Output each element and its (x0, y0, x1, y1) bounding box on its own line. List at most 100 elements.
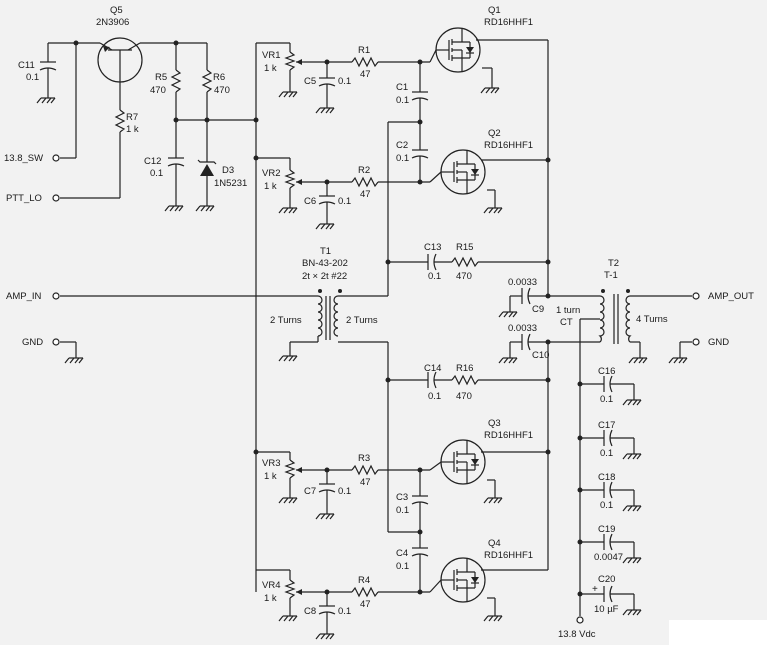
r4-val: 47 (360, 599, 371, 610)
q3-ref: Q3 (488, 418, 501, 429)
c9-ref: C9 (532, 304, 544, 315)
c10-ref: C10 (532, 350, 549, 361)
r1-val: 47 (360, 69, 371, 80)
vr2-val: 1 k (264, 181, 277, 192)
q1-mosfet (435, 27, 481, 73)
r5-ref: R5 (155, 72, 167, 83)
t1-part: BN-43-202 (302, 258, 348, 269)
t1-left-turns: 2 Turns (270, 315, 302, 326)
q4-mosfet (440, 557, 486, 603)
q2-part: RD16HHF1 (484, 140, 533, 151)
r4-ref: R4 (358, 575, 370, 586)
t2-secondary-turns: 4 Turns (636, 314, 668, 325)
vr2-section (256, 157, 430, 230)
r16-ref: R16 (456, 363, 473, 374)
c5-val: 0.1 (338, 76, 351, 87)
c4-val: 0.1 (396, 561, 409, 572)
c8-ref: C8 (304, 606, 316, 617)
r7-ref: R7 (126, 112, 138, 123)
port-ptt-lo: PTT_LO (6, 193, 42, 204)
t2-part: T-1 (604, 270, 618, 281)
vr3-val: 1 k (264, 471, 277, 482)
r3-ref: R3 (358, 453, 370, 464)
q4-part: RD16HHF1 (484, 550, 533, 561)
c7-ref: C7 (304, 486, 316, 497)
r1-ref: R1 (358, 45, 370, 56)
r2-ref: R2 (358, 165, 370, 176)
c8-val: 0.1 (338, 606, 351, 617)
vr3-ref: VR3 (262, 458, 280, 469)
vr4-ref: VR4 (262, 580, 280, 591)
c19-val: 0.0047 (594, 552, 623, 563)
q2-mosfet (440, 149, 486, 195)
c17-ref: C17 (598, 420, 615, 431)
q1-part: RD16HHF1 (484, 17, 533, 28)
q4-ref: Q4 (488, 538, 501, 549)
port-amp-out: AMP_OUT (708, 291, 754, 302)
port-gnd-left: GND (22, 337, 43, 348)
c11-val: 0.1 (26, 72, 39, 83)
r15-val: 470 (456, 271, 472, 282)
c7-val: 0.1 (338, 486, 351, 497)
r6-ref: R6 (213, 72, 225, 83)
q5-ref: Q5 (110, 5, 123, 16)
t2-primary-turns: 1 turn (556, 305, 580, 316)
q5-part: 2N3906 (96, 17, 129, 28)
vr2-ref: VR2 (262, 168, 280, 179)
c16-val: 0.1 (600, 394, 613, 405)
vr1-ref: VR1 (262, 50, 280, 61)
c2-ref: C2 (396, 140, 408, 151)
d3-part: 1N5231 (214, 178, 247, 189)
c14-ref: C14 (424, 363, 441, 374)
page-corner (669, 620, 767, 645)
c3-val: 0.1 (396, 505, 409, 516)
r5-val: 470 (150, 85, 166, 96)
c12-val: 0.1 (150, 168, 163, 179)
c20-polarity: + (592, 584, 598, 595)
decoupling-caps (577, 375, 642, 616)
q5-switch-section (36, 37, 256, 212)
vr1-val: 1 k (264, 63, 277, 74)
c5-ref: C5 (304, 76, 316, 87)
c20-val: 10 µF (594, 604, 619, 615)
c13-val: 0.1 (428, 271, 441, 282)
t2-transformer (498, 287, 700, 624)
c2-val: 0.1 (396, 153, 409, 164)
c1-ref: C1 (396, 82, 408, 93)
c9-val: 0.0033 (508, 277, 537, 288)
r7-val: 1 k (126, 124, 139, 135)
port-amp-in: AMP_IN (6, 291, 42, 302)
r16-val: 470 (456, 391, 472, 402)
c18-ref: C18 (598, 472, 615, 483)
t1-ref: T1 (320, 246, 331, 257)
port-13-8-sw: 13.8_SW (4, 153, 43, 164)
c3-ref: C3 (396, 492, 408, 503)
q2-ref: Q2 (488, 128, 501, 139)
c6-val: 0.1 (338, 196, 351, 207)
r2-val: 47 (360, 189, 371, 200)
c1-val: 0.1 (396, 95, 409, 106)
q3-part: RD16HHF1 (484, 430, 533, 441)
t1-winding: 2t × 2t #22 (302, 271, 347, 282)
c10-val: 0.0033 (508, 323, 537, 334)
c20-ref: C20 (598, 574, 615, 585)
t1-transformer (52, 289, 388, 364)
t1-right-turns: 2 Turns (346, 315, 378, 326)
port-gnd-right: GND (708, 337, 729, 348)
labels: 13.8_SW PTT_LO AMP_IN GND AMP_OUT GND 13… (4, 5, 754, 640)
t2-center-tap: CT (560, 317, 573, 328)
r3-val: 47 (360, 477, 371, 488)
r6-val: 470 (214, 85, 230, 96)
c18-val: 0.1 (600, 500, 613, 511)
t2-ref: T2 (608, 258, 619, 269)
port-13-8-vdc: 13.8 Vdc (558, 629, 596, 640)
vr4-val: 1 k (264, 593, 277, 604)
c16-ref: C16 (598, 366, 615, 377)
c13-ref: C13 (424, 242, 441, 253)
q1-ref: Q1 (488, 5, 501, 16)
c4-ref: C4 (396, 548, 408, 559)
c17-val: 0.1 (600, 448, 613, 459)
vr3-section (256, 451, 430, 520)
